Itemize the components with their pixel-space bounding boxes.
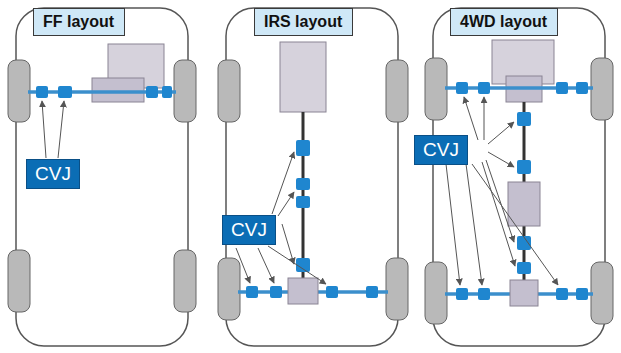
joint xyxy=(478,82,490,94)
wheel xyxy=(8,60,30,122)
wheel xyxy=(386,60,408,122)
wheel xyxy=(8,250,30,312)
joint xyxy=(517,112,531,126)
car-body xyxy=(226,8,398,346)
car-body xyxy=(433,8,605,346)
leader-line xyxy=(488,122,514,144)
leader-line xyxy=(236,248,250,283)
joint xyxy=(456,82,468,94)
callout-box: CVJ xyxy=(414,135,468,165)
leader-line xyxy=(446,164,460,285)
joint xyxy=(366,286,378,298)
irs-car xyxy=(218,8,408,346)
joint xyxy=(296,196,310,208)
engine xyxy=(280,42,326,112)
4wd-car xyxy=(425,8,613,346)
callout-box: CVJ xyxy=(26,159,80,189)
joint xyxy=(246,286,258,298)
joint xyxy=(478,288,490,300)
leader-line xyxy=(272,152,294,214)
callout-box: CVJ xyxy=(222,215,276,245)
leader-line xyxy=(486,160,514,242)
joint xyxy=(456,288,468,300)
leader-line xyxy=(466,164,482,285)
joint xyxy=(146,86,158,98)
leader-line xyxy=(464,97,478,140)
callout-label: CVJ xyxy=(231,219,267,241)
leader-line xyxy=(258,248,274,283)
wheel xyxy=(591,58,613,120)
wheel xyxy=(591,262,613,324)
joint xyxy=(576,288,588,300)
leader-line xyxy=(482,162,515,266)
wheel xyxy=(218,258,240,320)
title-text: IRS layout xyxy=(264,13,343,31)
car-body xyxy=(16,8,188,346)
joint xyxy=(36,86,48,98)
differential xyxy=(510,280,538,306)
joint xyxy=(517,262,531,274)
wheel xyxy=(174,60,196,122)
wheel xyxy=(174,250,196,312)
joint xyxy=(556,288,568,300)
leader-line xyxy=(278,192,294,216)
wheel xyxy=(425,58,447,120)
leader-line xyxy=(268,246,326,284)
callout-label: CVJ xyxy=(35,163,71,185)
joint xyxy=(517,160,531,174)
joint xyxy=(517,236,531,250)
ff-car xyxy=(8,8,196,346)
joint xyxy=(576,82,588,94)
leader-line xyxy=(472,164,558,285)
joint xyxy=(296,258,310,272)
differential xyxy=(288,278,318,304)
center-differential xyxy=(508,182,540,226)
wheel xyxy=(386,258,408,320)
wheel xyxy=(218,60,240,122)
layout-title: 4WD layout xyxy=(450,8,558,36)
leader-line xyxy=(42,101,46,158)
joint xyxy=(296,140,310,156)
title-text: FF layout xyxy=(43,13,115,31)
joint xyxy=(58,86,72,98)
layout-title: FF layout xyxy=(33,8,125,36)
joint xyxy=(326,286,338,298)
callout-label: CVJ xyxy=(423,139,459,161)
joint xyxy=(162,86,172,98)
transaxle xyxy=(92,78,144,102)
joint xyxy=(270,286,282,298)
leader-line xyxy=(484,97,485,140)
layout-title: IRS layout xyxy=(254,8,353,36)
leader-line xyxy=(488,152,514,167)
joint xyxy=(296,178,310,190)
joint xyxy=(556,82,568,94)
leader-line xyxy=(58,101,64,158)
leader-line xyxy=(282,224,294,264)
title-text: 4WD layout xyxy=(460,13,548,31)
wheel xyxy=(425,262,447,324)
